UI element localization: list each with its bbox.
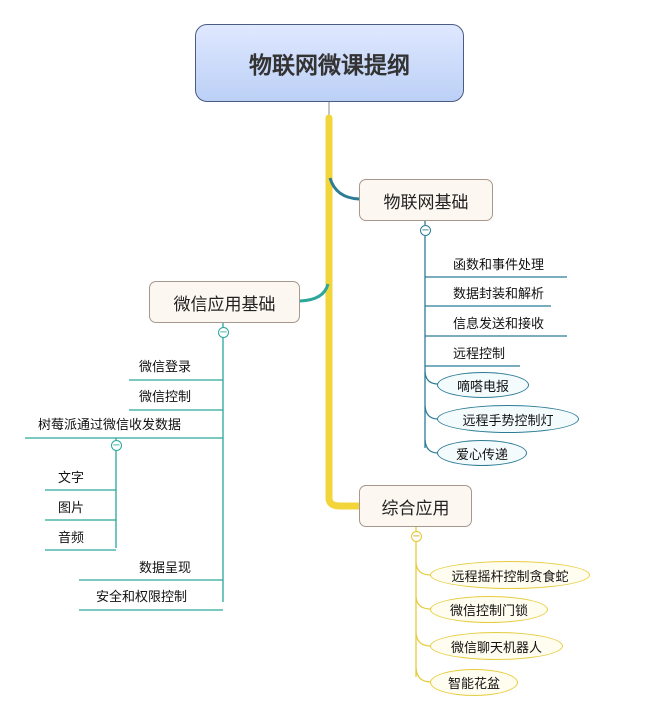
wechat-collapse-icon[interactable]: − <box>218 326 229 338</box>
root-node[interactable]: 物联网微课提纲 <box>195 24 464 102</box>
iot-branch-lines <box>424 221 567 454</box>
topic-integrated-label: 综合应用 <box>381 498 450 519</box>
iot-bubble-1[interactable]: 嘀嗒电报 <box>437 372 529 398</box>
topic-wechat-basics[interactable]: 微信应用基础 <box>149 281 300 323</box>
root-title: 物联网微课提纲 <box>249 53 410 79</box>
wechat-item-1[interactable]: 微信登录 <box>139 360 192 375</box>
wechat-sub-item-3[interactable]: 音频 <box>58 531 85 546</box>
iot-bubble-3[interactable]: 爱心传递 <box>437 440 527 466</box>
integrated-bubble-3[interactable]: 微信聊天机器人 <box>430 632 563 660</box>
topic-iot-basics[interactable]: 物联网基础 <box>359 179 493 221</box>
wechat-sub-item-1[interactable]: 文字 <box>58 471 85 486</box>
integrated-collapse-icon[interactable]: − <box>411 530 422 542</box>
iot-item-1[interactable]: 函数和事件处理 <box>453 258 545 273</box>
wechat-branch-lines <box>25 323 224 611</box>
wechat-item-4[interactable]: 数据呈现 <box>139 561 192 576</box>
topic-iot-basics-label: 物联网基础 <box>383 192 469 213</box>
wechat-item-2[interactable]: 微信控制 <box>139 390 192 405</box>
integrated-bubble-1[interactable]: 远程摇杆控制贪食蛇 <box>430 561 590 589</box>
iot-item-4[interactable]: 远程控制 <box>453 347 506 362</box>
iot-collapse-icon[interactable]: − <box>420 224 431 236</box>
iot-item-3[interactable]: 信息发送和接收 <box>453 317 545 332</box>
integrated-branch-lines <box>415 527 432 683</box>
topic-integrated[interactable]: 综合应用 <box>359 485 472 527</box>
wechat-item-3[interactable]: 树莓派通过微信收发数据 <box>38 418 182 433</box>
integrated-bubble-2[interactable]: 微信控制门锁 <box>430 596 548 623</box>
topic-wechat-basics-label: 微信应用基础 <box>173 294 276 315</box>
wechat-item-5[interactable]: 安全和权限控制 <box>96 590 188 605</box>
integrated-bubble-4[interactable]: 智能花盆 <box>430 669 518 696</box>
trunk-to-wechat <box>299 283 330 303</box>
trunk-to-iot <box>328 177 360 201</box>
iot-bubble-2[interactable]: 远程手势控制灯 <box>437 405 579 433</box>
main-trunk <box>325 114 363 510</box>
wechat-sub-collapse-icon[interactable]: − <box>111 439 122 451</box>
wechat-sub-item-2[interactable]: 图片 <box>58 501 85 516</box>
iot-item-2[interactable]: 数据封装和解析 <box>453 287 545 302</box>
